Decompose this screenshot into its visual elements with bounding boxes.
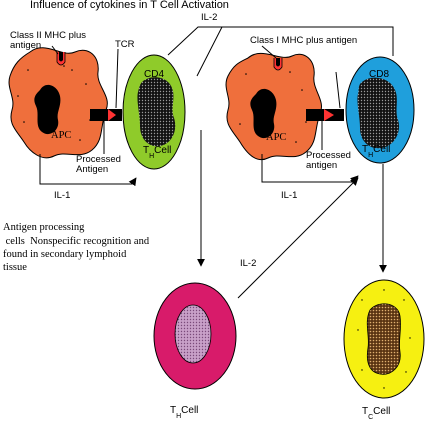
cd8-label: CD8 — [369, 69, 389, 80]
cell-word: Cell — [373, 144, 390, 155]
il2-mid-label: IL-2 — [240, 258, 256, 269]
mhc1-receptor-core — [276, 58, 280, 67]
il2-top-line-right — [222, 26, 394, 56]
processed-left-line2: Antigen — [76, 164, 108, 175]
t-letter: T — [362, 406, 368, 417]
note-line1: Antigen processing — [3, 222, 85, 233]
tcr-label: TCR — [115, 39, 135, 50]
apc-right-speckles — [239, 71, 307, 143]
tcr-pointer — [115, 48, 119, 109]
cell-word: Cell — [373, 406, 390, 417]
helper-t-cell: CD4 THCell — [122, 54, 186, 170]
class2-pointer — [51, 45, 59, 55]
cytotoxic-t-cell-nucleus — [357, 77, 400, 149]
il1-left-label: IL-1 — [54, 190, 70, 201]
c-sub: C — [368, 414, 373, 421]
h-sub: H — [368, 152, 373, 159]
t-letter: T — [362, 144, 368, 155]
antigen-left — [108, 109, 116, 121]
apc-right-label: APC — [266, 132, 286, 143]
diagram-title: Influence of cytokines in T Cell Activat… — [30, 0, 229, 11]
mhc2-receptor-core — [59, 52, 63, 62]
apc-right-nucleus — [250, 88, 277, 139]
th-cell-label-left: THCell — [143, 145, 171, 160]
th-effector-cell — [153, 282, 237, 390]
il1-left-arrow — [39, 154, 137, 187]
note-line3: found in secondary lymphoid — [3, 249, 127, 260]
th-cell-bottom-label: THCell — [170, 405, 198, 420]
th-cell-label-right: THCell — [362, 144, 390, 159]
tc-effector-speckles — [357, 289, 411, 389]
tc-effector-cell — [343, 279, 425, 399]
class2-label-line1: Class II MHC plus — [10, 30, 86, 41]
cd4-label: CD4 — [144, 69, 164, 80]
tc-effector-nucleus — [366, 303, 401, 375]
il2-feedback-arrow — [237, 177, 359, 299]
apc-right: APC — [225, 52, 322, 160]
t-letter: T — [143, 145, 149, 156]
apc-left-speckles — [17, 65, 91, 141]
synapse-left — [90, 109, 122, 121]
apc-left-label: APC — [51, 130, 71, 141]
class1-pointer — [261, 45, 277, 59]
processed-left-line1: Processed — [76, 154, 121, 165]
apc-left: APC — [8, 47, 108, 159]
th-effector-nucleus — [174, 304, 212, 364]
note-line2: cells Nonspecific recognition and — [3, 236, 150, 247]
il1-right-label: IL-1 — [281, 190, 297, 201]
class2-label-line2: antigen — [10, 40, 41, 51]
processed-right-line2: antigen — [306, 160, 337, 171]
il2-top-label: IL-2 — [201, 12, 217, 23]
helper-t-cell-nucleus — [137, 77, 176, 147]
il2-top-line-left — [167, 26, 223, 77]
t-letter: T — [170, 405, 176, 416]
note-line4: tissue — [3, 262, 27, 273]
processed-right-line1: Processed — [306, 150, 351, 161]
antigen-right — [324, 109, 334, 121]
h-sub: H — [149, 153, 154, 160]
cell-word: Cell — [154, 145, 171, 156]
cytotoxic-t-cell: CD8 THCell — [345, 56, 415, 164]
apc-left-nucleus — [34, 84, 61, 135]
cell-word: Cell — [181, 405, 198, 416]
h-sub: H — [176, 413, 181, 420]
cd8-pointer — [335, 71, 341, 109]
tc-cell-bottom-label: TCCell — [362, 406, 390, 421]
class1-label: Class I MHC plus antigen — [250, 35, 357, 46]
